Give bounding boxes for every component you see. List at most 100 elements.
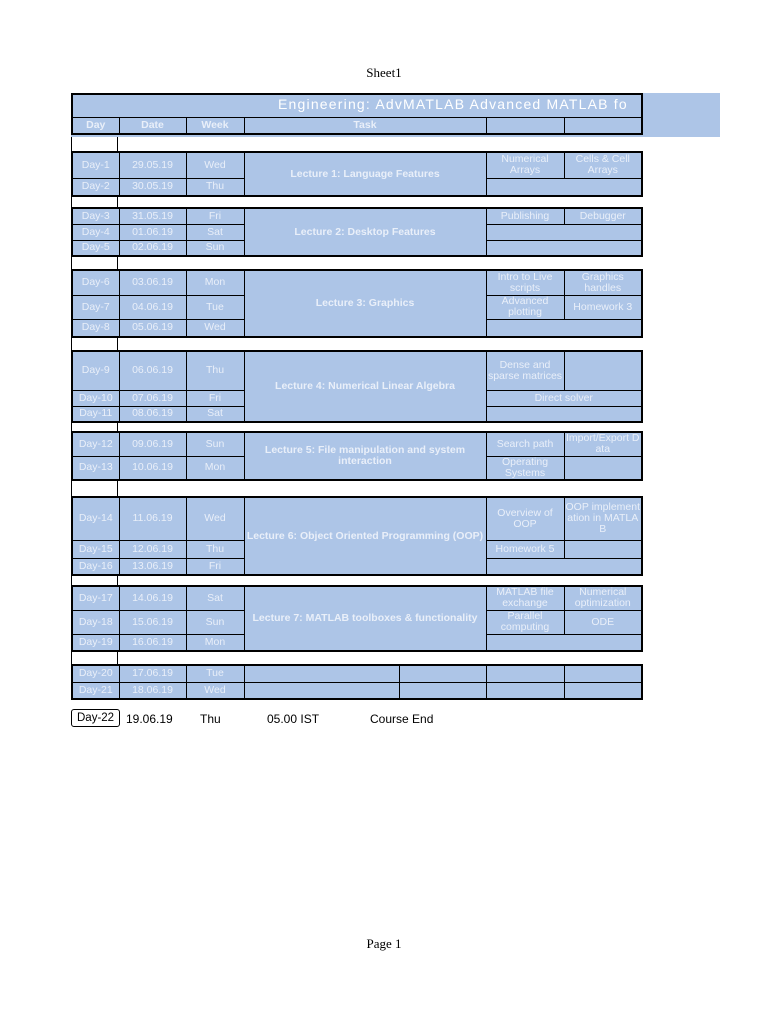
cell-week: Sat [185, 585, 245, 611]
day22-badge: Day-22 [71, 709, 121, 727]
empty-cell [563, 664, 643, 683]
cell-week: Tue [185, 664, 245, 683]
schedule-header-table: Day Date Week Task [71, 93, 644, 135]
cell-day: Day-15 [71, 539, 120, 559]
cell-week: Tue [185, 294, 245, 320]
cell-week: Wed [185, 681, 245, 700]
cell-day: Day-17 [71, 585, 120, 611]
cell-week: Thu [185, 539, 245, 559]
cell-week: Wed [185, 496, 245, 541]
topic-merged-cell [485, 223, 643, 241]
topic-cell: Numerical optimization [563, 585, 643, 611]
gap-spine [71, 195, 118, 207]
task-cell: Lecture 5: File manipulation and system … [243, 431, 487, 481]
empty-cell [485, 681, 565, 700]
header-empty-2 [563, 116, 643, 135]
cell-day: Day-14 [71, 496, 120, 541]
lecture-block-7: Day-17 14.06.19 Sat Lecture 7: MATLAB to… [71, 585, 643, 652]
topic-cell: MATLAB file exchange [485, 585, 565, 611]
cell-day: Day-18 [71, 609, 120, 635]
lecture-block-2: Day-3 31.05.19 Fri Lecture 2: Desktop Fe… [71, 207, 643, 257]
cell-day: Day-13 [71, 455, 120, 481]
title-cell [71, 93, 643, 118]
topic-cell: Numerical Arrays [485, 151, 565, 179]
course-title: Engineering: AdvMATLAB Advanced MATLAB f… [278, 96, 628, 112]
cell-week: Mon [185, 269, 245, 296]
gap-spine [71, 650, 118, 664]
cell-day: Day-21 [71, 681, 120, 700]
cell-date: 05.06.19 [118, 318, 187, 338]
final-date: 19.06.19 [126, 712, 173, 726]
cell-week: Fri [185, 389, 245, 407]
topic-cell: Advanced plotting [485, 294, 565, 320]
lecture-block-4: Day-9 06.06.19 Thu Lecture 4: Numerical … [71, 350, 643, 423]
task-cell: Lecture 6: Object Oriented Programming (… [243, 496, 487, 576]
cell-week: Sun [185, 431, 245, 457]
topic-merged-cell [485, 177, 643, 197]
cell-week: Sat [185, 223, 245, 241]
cell-date: 16.06.19 [118, 633, 187, 652]
cell-day: Day-9 [71, 350, 120, 391]
topic-cell: OOP implementation in MATLAB [563, 496, 643, 541]
cell-day: Day-11 [71, 405, 120, 423]
topic-merged-cell: Direct solver [485, 389, 643, 407]
topic-cell: Homework 5 [485, 539, 565, 559]
cell-date: 07.06.19 [118, 389, 187, 407]
topic-cell: Search path [485, 431, 565, 457]
cell-week: Fri [185, 207, 245, 225]
cell-date: 15.06.19 [118, 609, 187, 635]
cell-date: 08.06.19 [118, 405, 187, 423]
lecture-block-6: Day-14 11.06.19 Wed Lecture 6: Object Or… [71, 496, 643, 576]
cell-date: 17.06.19 [118, 664, 187, 683]
cell-week: Sun [185, 609, 245, 635]
topic-cell [563, 455, 643, 481]
cell-date: 09.06.19 [118, 431, 187, 457]
topic-cell: Publishing [485, 207, 565, 225]
topic-cell: Overview of OOP [485, 496, 565, 541]
empty-cell [398, 681, 487, 700]
cell-week: Wed [185, 318, 245, 338]
cell-day: Day-6 [71, 269, 120, 296]
cell-date: 01.06.19 [118, 223, 187, 241]
cell-week: Mon [185, 633, 245, 652]
course-end-row: Day-22 19.06.19 Thu 05.00 IST Course End [71, 709, 571, 733]
gap-spine [71, 574, 118, 585]
topic-cell: Operating Systems [485, 455, 565, 481]
cell-day: Day-19 [71, 633, 120, 652]
cell-day: Day-7 [71, 294, 120, 320]
sheet-label: Sheet1 [366, 65, 402, 80]
cell-day: Day-8 [71, 318, 120, 338]
cell-week: Sun [185, 239, 245, 257]
lecture-block-3: Day-6 03.06.19 Mon Lecture 3: Graphics I… [71, 269, 643, 338]
cell-day: Day-1 [71, 151, 120, 179]
task-cell: Lecture 1: Language Features [243, 151, 487, 197]
task-cell: Lecture 3: Graphics [243, 269, 487, 338]
gap-spine [71, 421, 118, 431]
topic-cell: Intro to Live scripts [485, 269, 565, 296]
task-cell: Lecture 7: MATLAB toolboxes & functional… [243, 585, 487, 652]
empty-block: Day-20 17.06.19 Tue Day-21 18.06.19 Wed [71, 664, 643, 700]
cell-date: 30.05.19 [118, 177, 187, 197]
cell-date: 10.06.19 [118, 455, 187, 481]
cell-date: 03.06.19 [118, 269, 187, 296]
cell-week: Mon [185, 455, 245, 481]
topic-merged-cell [485, 239, 643, 257]
cell-day: Day-4 [71, 223, 120, 241]
gap-spine [71, 336, 118, 350]
topic-cell: Dense and sparse matrices [485, 350, 565, 391]
topic-merged-cell [485, 633, 643, 652]
cell-day: Day-20 [71, 664, 120, 683]
topic-cell: Debugger [563, 207, 643, 225]
cell-date: 14.06.19 [118, 585, 187, 611]
header-week: Week [185, 116, 245, 135]
header-date: Date [118, 116, 187, 135]
gap-spine [71, 255, 118, 269]
cell-date: 06.06.19 [118, 350, 187, 391]
empty-cell [243, 664, 400, 683]
cell-date: 11.06.19 [118, 496, 187, 541]
empty-cell [485, 664, 565, 683]
cell-week: Fri [185, 557, 245, 576]
topic-merged-cell [485, 405, 643, 423]
cell-day: Day-3 [71, 207, 120, 225]
topic-cell: ODE [563, 609, 643, 635]
